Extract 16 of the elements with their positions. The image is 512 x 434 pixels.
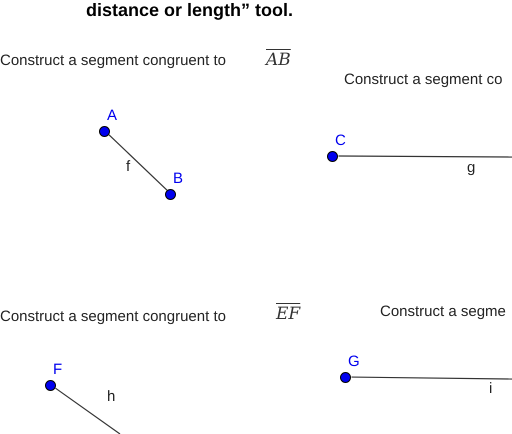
segment-name: AB — [266, 50, 291, 70]
line-segment — [55, 388, 120, 434]
point-label: A — [107, 107, 118, 124]
line-segment — [338, 155, 512, 158]
line-segment — [108, 134, 168, 191]
point-label: F — [53, 361, 62, 378]
instruction-text: Construct a segment congruent to — [0, 308, 226, 325]
instruction-text: Construct a segme — [380, 303, 506, 320]
point-label: C — [335, 132, 346, 149]
heading: distance or length” tool. — [86, 0, 294, 21]
point-label: G — [348, 353, 360, 370]
instruction-text: Construct a segment co — [344, 71, 502, 88]
point-label: B — [173, 170, 184, 187]
line-segment — [352, 376, 512, 380]
segment-name: EF — [276, 304, 300, 324]
instruction-text: Construct a segment congruent to — [0, 52, 226, 69]
